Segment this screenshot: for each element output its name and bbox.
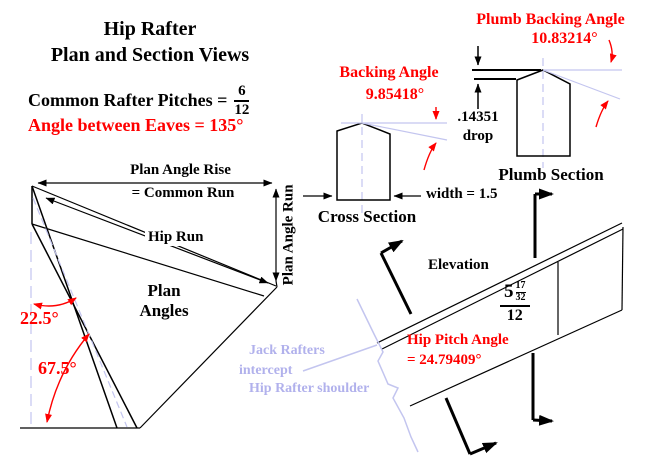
pitch-numerator: 6 <box>234 83 250 102</box>
plumb-section-label: Plumb Section <box>498 165 604 184</box>
jack-rafter-note-line2: intercept <box>239 363 293 378</box>
hip-pitch-small-denominator: 32 <box>515 291 526 303</box>
drop-label: drop <box>462 128 494 144</box>
cross-section-label: Cross Section <box>317 207 417 226</box>
hip-pitch-per-12: 12 <box>506 307 523 324</box>
drop-value: .14351 <box>457 109 499 125</box>
width-dimension-label: width = 1.5 <box>426 186 498 202</box>
common-rafter-pitch-label: Common Rafter Pitches = <box>28 90 228 111</box>
plan-angle-run-label: Plan Angle Run <box>280 184 297 286</box>
hip-pitch-angle-label: Hip Pitch Angle <box>407 332 509 348</box>
page-title-line1: Hip Rafter <box>103 18 197 40</box>
jack-rafter-note-line3: Hip Rafter shoulder <box>249 381 370 396</box>
eaves-angle-label: Angle between Eaves = 135° <box>28 115 244 135</box>
plan-angles-title-line1: Plan <box>147 281 181 300</box>
hip-pitch-angle-value: = 24.79409° <box>407 352 482 368</box>
jack-rafter-note-line1: Jack Rafters <box>249 343 325 358</box>
plumb-backing-angle-label: Plumb Backing Angle <box>476 11 625 28</box>
elevation-label: Elevation <box>428 257 489 273</box>
elevation-drawing <box>376 188 624 456</box>
common-run-label: = Common Run <box>131 185 235 201</box>
backing-angle-value: 9.85418° <box>365 86 425 103</box>
backing-angle-label: Backing Angle <box>339 64 439 81</box>
plan-view-drawing <box>20 179 280 429</box>
hip-pitch-small-numerator: 17 <box>515 280 526 293</box>
common-rafter-pitch: Common Rafter Pitches = 6 12 <box>28 83 250 118</box>
hip-pitch-fraction-top: 5 17 32 <box>500 280 530 307</box>
plan-angle-22-label: 22.5° <box>20 308 59 328</box>
hip-pitch-whole: 5 <box>504 281 514 303</box>
pitch-fraction: 6 12 <box>234 83 250 118</box>
hip-pitch-small-fraction: 17 32 <box>515 280 526 303</box>
hip-run-label: Hip Run <box>145 229 207 246</box>
plan-angle-67-label: 67.5° <box>38 358 77 378</box>
plumb-section-drawing <box>472 39 622 168</box>
plan-angles-title-line2: Angles <box>139 301 189 320</box>
plumb-backing-angle-value: 10.83214° <box>531 30 598 47</box>
pitch-denominator: 12 <box>234 101 250 118</box>
cross-section-drawing <box>303 107 448 213</box>
hip-pitch-fraction: 5 17 32 12 <box>500 280 530 325</box>
plan-angle-rise-label: Plan Angle Rise <box>130 162 231 178</box>
page-title-line2: Plan and Section Views <box>50 44 250 66</box>
jack-rafter-overlay <box>302 298 419 453</box>
